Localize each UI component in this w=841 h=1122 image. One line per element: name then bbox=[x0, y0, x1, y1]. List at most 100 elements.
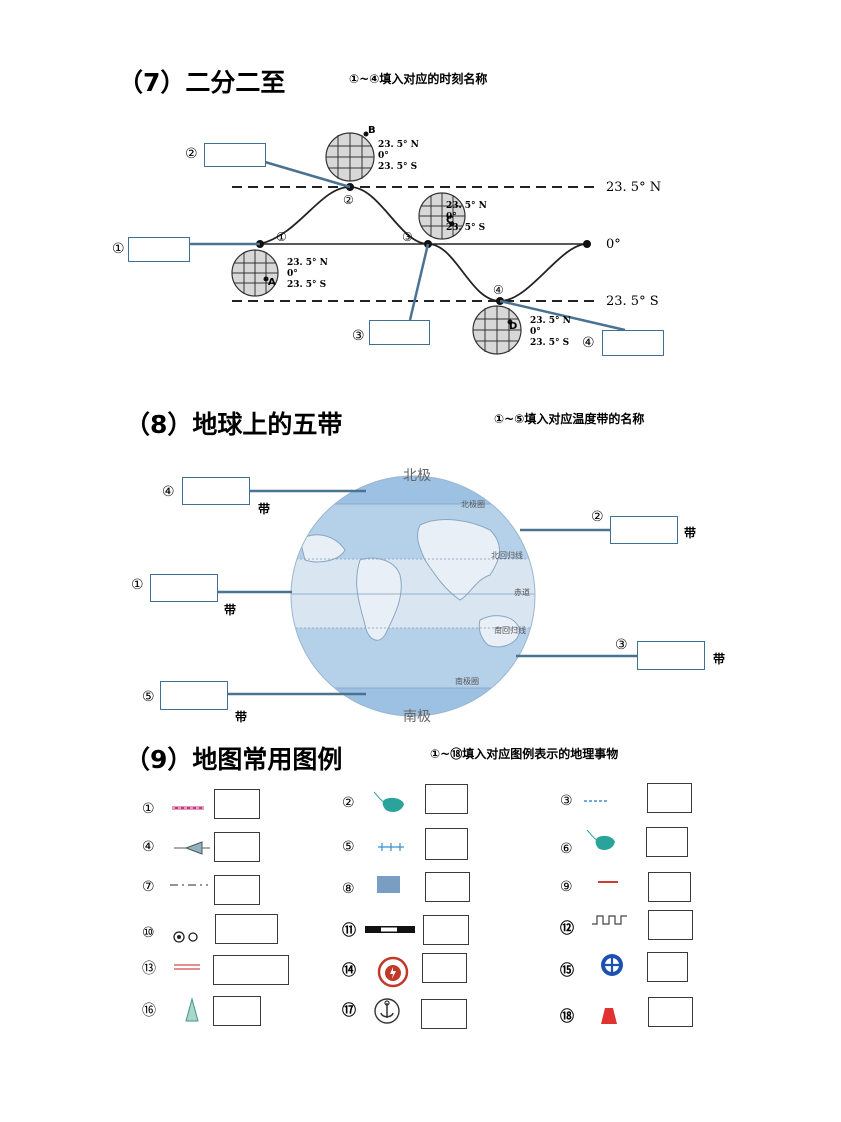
legend-no-15: ⑮ bbox=[560, 963, 574, 979]
zone-suffix-1: 带 bbox=[224, 603, 237, 617]
curve-marker-4: ④ bbox=[493, 283, 504, 297]
globe-d bbox=[472, 305, 522, 355]
legend-no-12: ⑫ bbox=[560, 921, 574, 937]
river-source-icon bbox=[174, 841, 210, 855]
antarctic-circle-label: 南极圈 bbox=[455, 677, 479, 686]
answer-box-8-4[interactable] bbox=[182, 477, 250, 505]
legend-box-11[interactable] bbox=[423, 915, 469, 945]
legend-no-17: ⑰ bbox=[342, 1003, 356, 1019]
legend-box-16[interactable] bbox=[213, 996, 261, 1026]
zone-label-1: ① bbox=[131, 577, 144, 593]
legend-box-18[interactable] bbox=[648, 997, 693, 1027]
legend-box-4[interactable] bbox=[214, 832, 260, 862]
section-9-instruction: ①~⑱填入对应图例表示的地理事物 bbox=[430, 747, 619, 761]
globe-b bbox=[325, 131, 375, 182]
legend-no-9: ⑨ bbox=[560, 879, 573, 895]
legend-box-12[interactable] bbox=[648, 910, 693, 940]
zone-suffix-5: 带 bbox=[235, 710, 248, 724]
legend-box-10[interactable] bbox=[215, 914, 278, 944]
port-icon bbox=[374, 998, 400, 1024]
legend-box-17[interactable] bbox=[421, 999, 467, 1029]
box-label-3: ③ bbox=[352, 328, 365, 344]
legend-no-8: ⑧ bbox=[342, 881, 355, 897]
capital-city-icon bbox=[173, 931, 198, 943]
equator-label: 赤道 bbox=[514, 588, 530, 597]
legend-no-2: ② bbox=[342, 795, 355, 811]
pass-icon bbox=[601, 1008, 617, 1024]
railway-icon bbox=[172, 806, 204, 810]
boundary-dash-icon bbox=[584, 800, 608, 802]
five-zones-globe bbox=[290, 475, 536, 717]
answer-box-7-1[interactable] bbox=[128, 237, 190, 262]
tropic-capricorn-label: 南回归线 bbox=[494, 626, 526, 635]
legend-no-7: ⑦ bbox=[142, 879, 155, 895]
salt-lake-icon bbox=[377, 876, 400, 893]
legend-no-5: ⑤ bbox=[342, 839, 355, 855]
point-label-a: A bbox=[268, 277, 276, 288]
legend-no-14: ⑭ bbox=[342, 963, 356, 979]
point-label-c: C bbox=[446, 215, 454, 226]
lake-river-icon bbox=[373, 791, 404, 812]
section-8-instruction: ①~⑤填入对应温度带的名称 bbox=[494, 412, 645, 426]
tropic-cancer-label: 北回归线 bbox=[491, 551, 523, 560]
arctic-circle-label: 北极圈 bbox=[461, 500, 485, 509]
box-label-2: ② bbox=[185, 146, 198, 162]
section-7-instruction: ①~④填入对应的时刻名称 bbox=[349, 72, 488, 86]
legend-no-6: ⑥ bbox=[560, 841, 573, 857]
zone-label-5: ⑤ bbox=[142, 689, 155, 705]
legend-no-4: ④ bbox=[142, 839, 155, 855]
legend-box-13[interactable] bbox=[213, 955, 289, 985]
south-pole-label: 南极 bbox=[403, 709, 431, 725]
box-label-1: ① bbox=[112, 241, 125, 257]
answer-box-7-2[interactable] bbox=[204, 143, 266, 167]
canal-icon bbox=[378, 843, 404, 851]
legend-no-18: ⑱ bbox=[560, 1009, 574, 1025]
globe-a bbox=[231, 249, 279, 297]
legend-box-1[interactable] bbox=[214, 789, 260, 819]
legend-no-16: ⑯ bbox=[142, 1003, 156, 1019]
zone-label-2: ② bbox=[591, 509, 604, 525]
legend-box-2[interactable] bbox=[425, 784, 468, 814]
railway-black-icon bbox=[365, 926, 415, 933]
answer-box-8-5[interactable] bbox=[160, 681, 228, 710]
great-wall-icon bbox=[592, 915, 627, 925]
highway-icon bbox=[174, 964, 200, 970]
answer-box-8-3[interactable] bbox=[637, 641, 705, 670]
zone-label-4: ④ bbox=[162, 484, 175, 500]
section-7-title: （7）二分二至 bbox=[118, 68, 286, 97]
legend-box-5[interactable] bbox=[425, 828, 468, 860]
answer-box-8-1[interactable] bbox=[150, 574, 218, 602]
lat-label-south: 23. 5° S bbox=[606, 294, 659, 309]
legend-box-3[interactable] bbox=[647, 783, 692, 813]
zone-label-3: ③ bbox=[615, 637, 628, 653]
hydropower-icon bbox=[601, 954, 623, 976]
road-red-icon bbox=[598, 881, 618, 883]
zone-suffix-2: 带 bbox=[684, 526, 697, 540]
answer-box-8-2[interactable] bbox=[610, 516, 678, 544]
legend-box-9[interactable] bbox=[648, 872, 691, 902]
legend-no-10: ⑩ bbox=[142, 925, 155, 941]
answer-box-7-3[interactable] bbox=[369, 320, 430, 345]
legend-box-7[interactable] bbox=[214, 875, 260, 905]
legend-box-6[interactable] bbox=[646, 827, 688, 857]
curve-marker-3: ③ bbox=[402, 230, 413, 244]
dash-dot-boundary-icon bbox=[170, 884, 208, 886]
answer-box-7-4[interactable] bbox=[602, 330, 664, 356]
legend-box-15[interactable] bbox=[647, 952, 688, 982]
section-9-title: （9）地图常用图例 bbox=[125, 745, 343, 774]
legend-no-1: ① bbox=[142, 801, 155, 817]
legend-box-8[interactable] bbox=[425, 872, 470, 902]
zone-suffix-4: 带 bbox=[258, 502, 271, 516]
point-label-b: B bbox=[368, 125, 376, 136]
curve-marker-2: ② bbox=[343, 193, 354, 207]
curve-marker-1: ① bbox=[276, 230, 287, 244]
lat-label-equator: 0° bbox=[606, 237, 621, 252]
legend-box-14[interactable] bbox=[422, 953, 467, 983]
globe-c bbox=[418, 192, 466, 240]
mountain-peak-icon bbox=[185, 997, 199, 1022]
